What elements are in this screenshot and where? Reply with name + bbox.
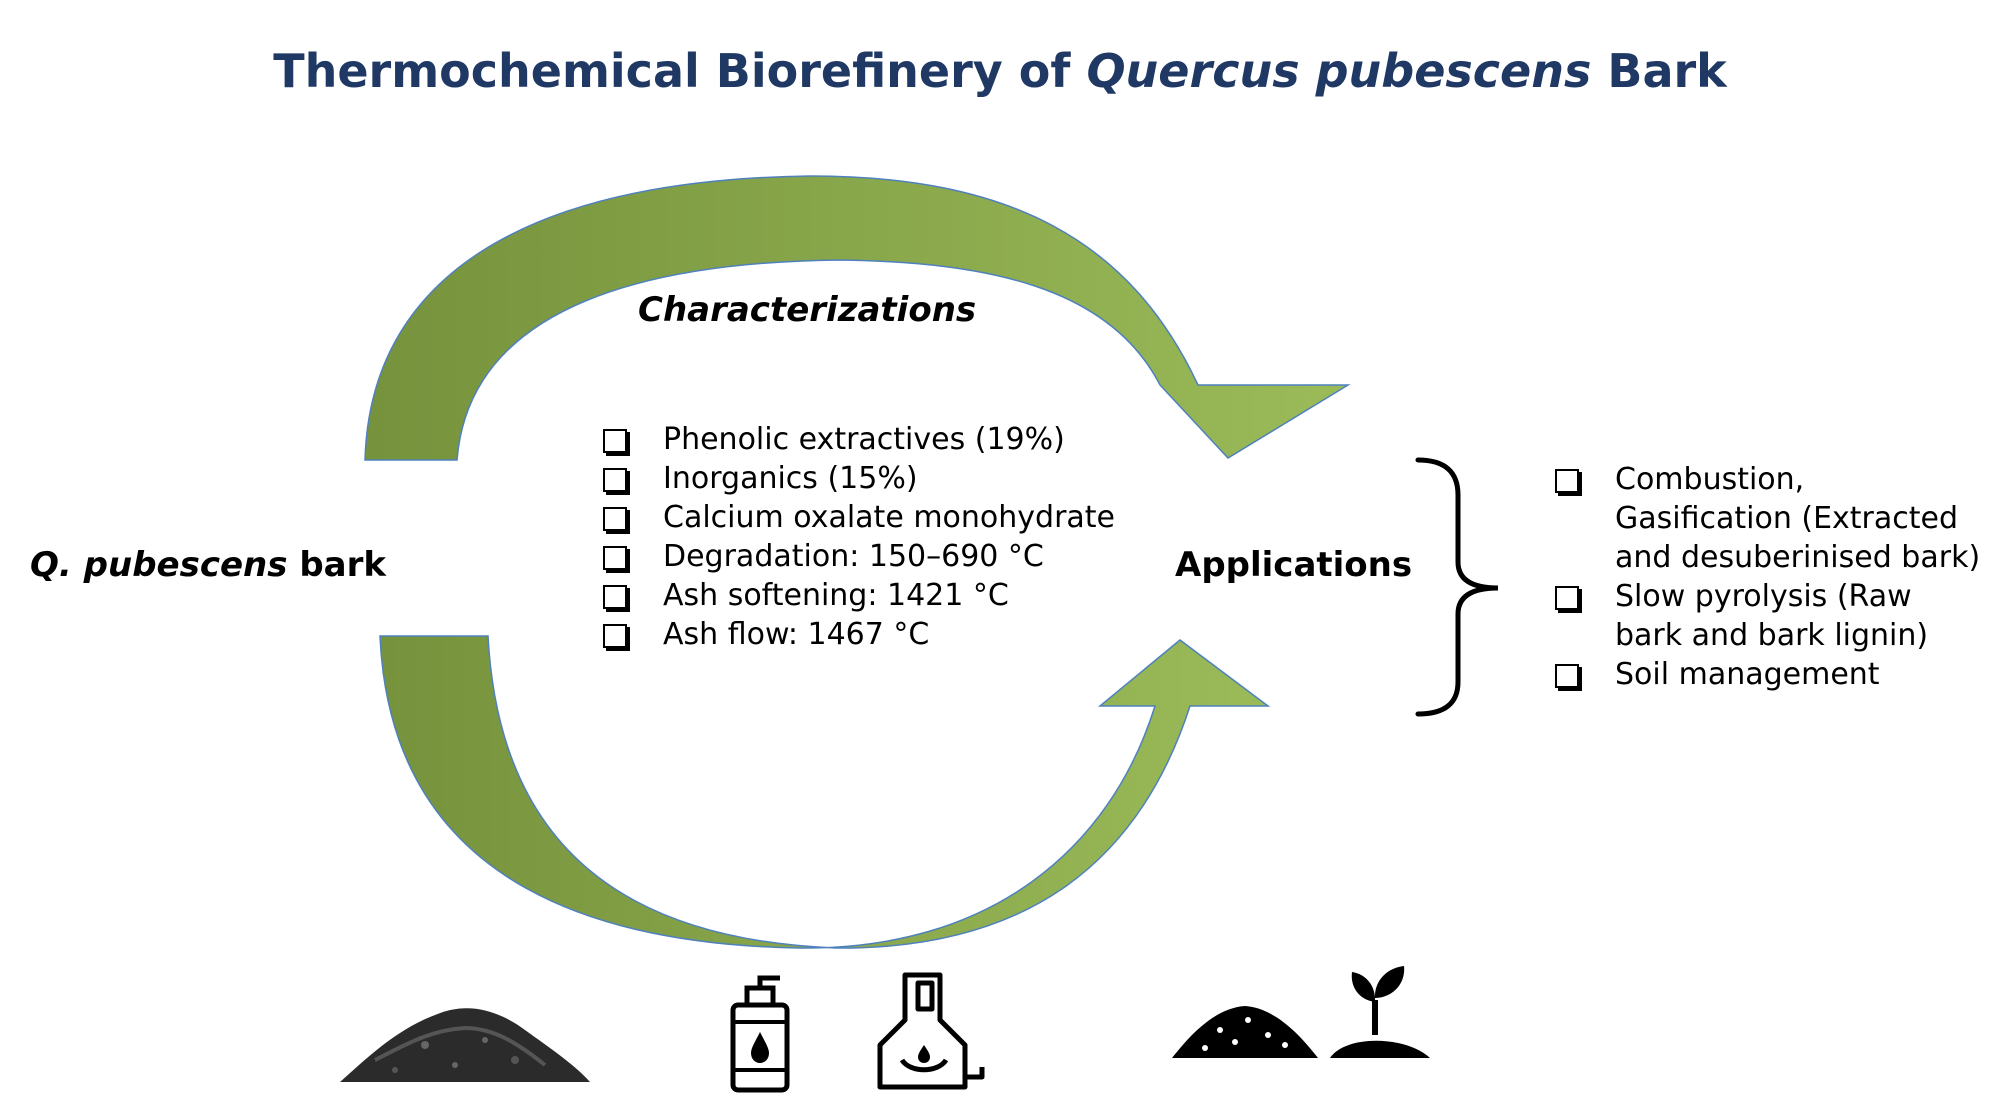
checkbox-icon	[603, 429, 627, 453]
page-title: Thermochemical Biorefinery of Quercus pu…	[273, 44, 1727, 98]
top-curved-arrow	[364, 175, 1351, 461]
bark-powder-icon	[340, 1008, 590, 1082]
list-item: Soil management	[1555, 655, 1985, 694]
list-item: Slow pyrolysis (Raw bark and bark lignin…	[1555, 577, 1985, 655]
list-item: Degradation: 150–690 °C	[603, 537, 1163, 576]
checkbox-icon	[603, 507, 627, 531]
checkbox-icon	[603, 468, 627, 492]
seedling-icon	[1330, 966, 1430, 1058]
source-label: Q. pubescens bark	[30, 545, 386, 585]
list-item: Inorganics (15%)	[603, 459, 1163, 498]
characterizations-list: Phenolic extractives (19%) Inorganics (1…	[603, 420, 1163, 654]
list-item: Ash softening: 1421 °C	[603, 576, 1163, 615]
soil-mound-icon	[1172, 1006, 1318, 1058]
oil-bottle-icon	[730, 975, 790, 1093]
pyrolysis-reactor-icon	[877, 972, 985, 1090]
list-item: Ash flow: 1467 °C	[603, 615, 1163, 654]
list-item: Phenolic extractives (19%)	[603, 420, 1163, 459]
checkbox-icon	[603, 624, 627, 648]
applications-list: Combustion, Gasification (Extracted and …	[1555, 460, 1985, 694]
list-item: Calcium oxalate monohydrate	[603, 498, 1163, 537]
bottom-curved-arrow	[379, 635, 1271, 949]
applications-label: Applications	[1175, 545, 1413, 585]
checkbox-icon	[603, 585, 627, 609]
checkbox-icon	[1555, 586, 1579, 610]
checkbox-icon	[1555, 664, 1579, 688]
checkbox-icon	[603, 546, 627, 570]
characterizations-heading: Characterizations	[638, 290, 977, 330]
list-item: Combustion, Gasification (Extracted and …	[1555, 460, 1985, 577]
application-brace	[1415, 457, 1499, 717]
checkbox-icon	[1555, 469, 1579, 493]
